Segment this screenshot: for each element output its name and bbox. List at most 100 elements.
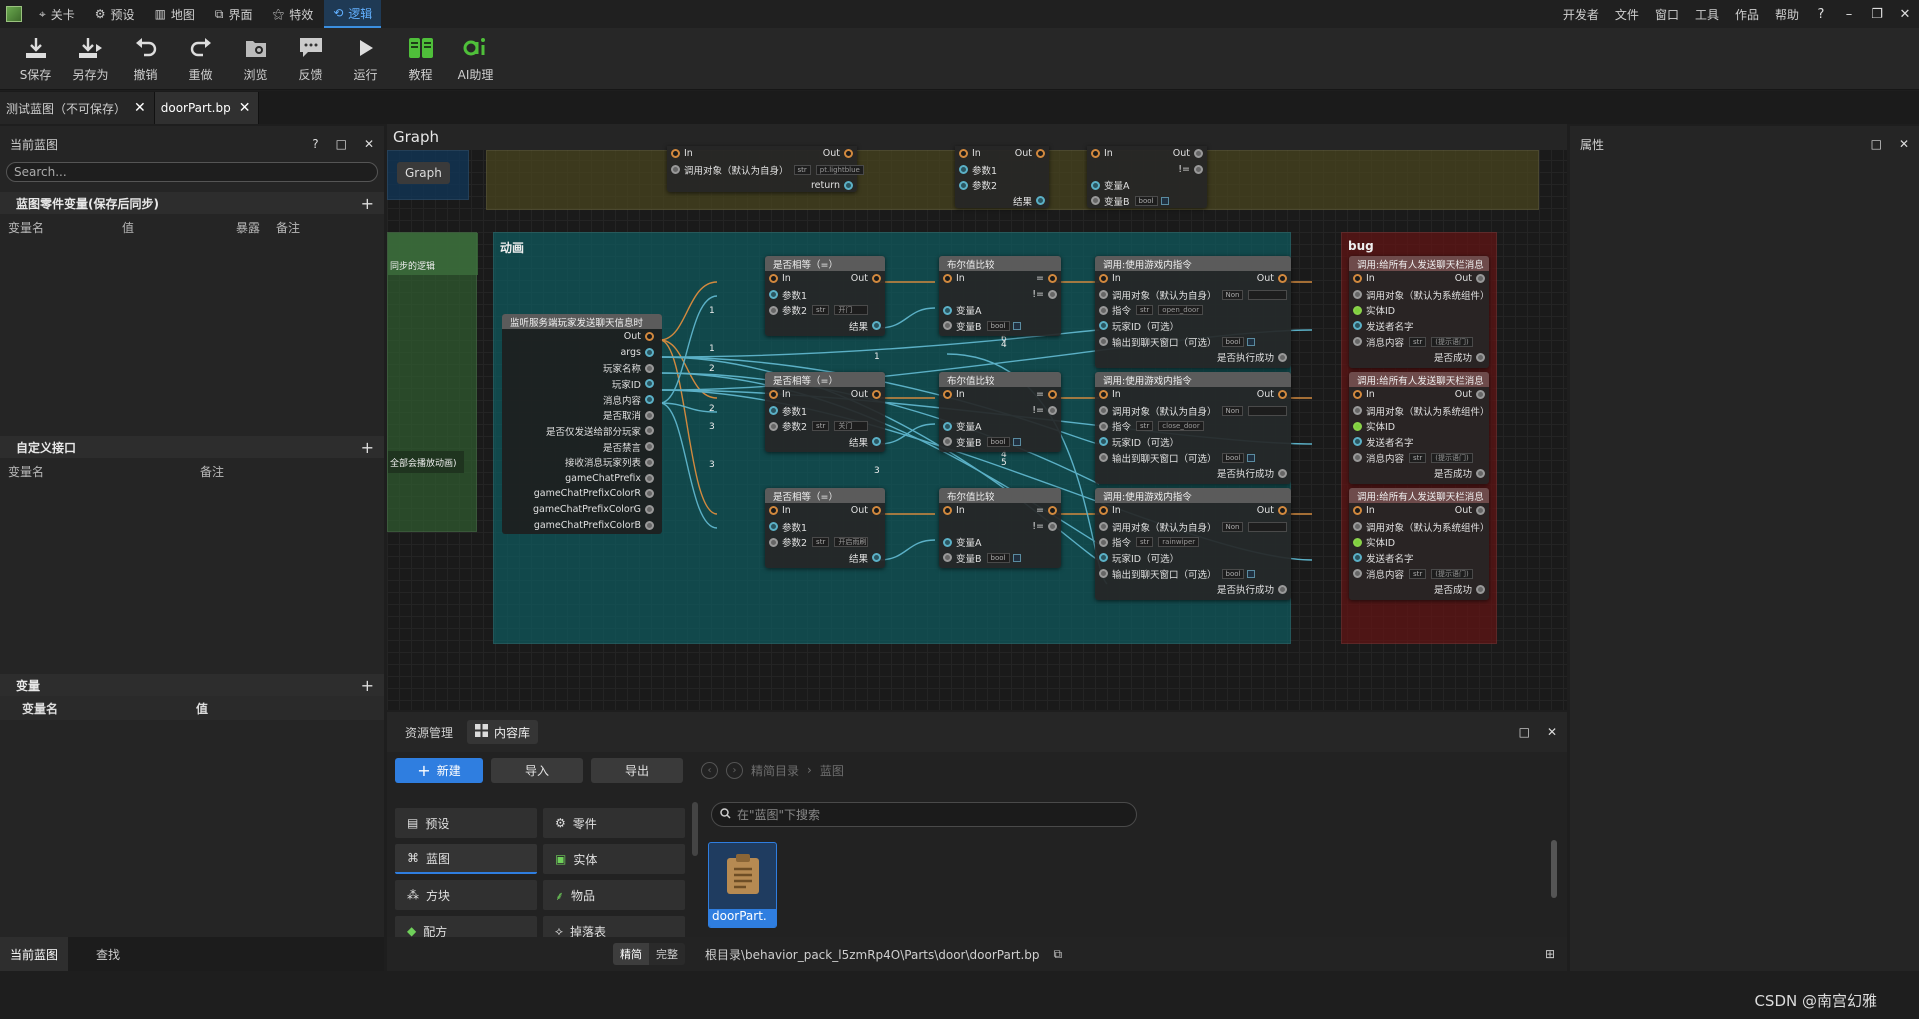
data-pin[interactable]	[769, 421, 778, 431]
data-pin[interactable]	[1353, 522, 1362, 532]
data-pin[interactable]	[1099, 453, 1108, 463]
category-block[interactable]: ⁂方块	[395, 880, 537, 910]
menu-works[interactable]: 作品	[1734, 7, 1759, 22]
data-pin[interactable]	[844, 180, 853, 190]
ai-assistant-button[interactable]: AI助理	[448, 31, 503, 87]
exec-pin[interactable]	[645, 332, 654, 342]
redo-button[interactable]: 重做	[173, 31, 228, 87]
category-loot[interactable]: ⟡掉落表	[543, 916, 685, 938]
data-pin[interactable]	[645, 457, 654, 467]
category-blueprint[interactable]: ⌘蓝图	[395, 844, 537, 874]
run-button[interactable]: 运行	[338, 31, 393, 87]
exec-pin[interactable]	[1476, 274, 1485, 284]
asset-doorpart[interactable]: doorPart.	[708, 842, 777, 928]
checkbox[interactable]	[1247, 337, 1256, 346]
view-full[interactable]: 完整	[656, 948, 678, 961]
data-pin[interactable]	[1278, 584, 1287, 594]
exec-pin[interactable]	[1048, 290, 1057, 300]
data-pin[interactable]	[943, 537, 952, 547]
checkbox[interactable]	[1160, 196, 1169, 205]
data-pin[interactable]	[769, 537, 778, 547]
data-pin[interactable]	[872, 321, 881, 331]
exec-pin[interactable]	[1353, 274, 1362, 284]
add-variable-button[interactable]: +	[360, 193, 374, 213]
save-as-button[interactable]: 另存为	[63, 31, 118, 87]
close-icon[interactable]: ✕	[363, 137, 374, 151]
exec-pin[interactable]	[1048, 406, 1057, 416]
menu-developer[interactable]: 开发者	[1562, 7, 1599, 22]
breadcrumb-item[interactable]: 蓝图	[819, 763, 844, 778]
data-pin[interactable]	[1099, 305, 1108, 315]
exec-pin[interactable]	[1353, 506, 1362, 516]
tutorial-button[interactable]: 教程	[393, 31, 448, 87]
data-pin[interactable]	[645, 410, 654, 420]
category-entity[interactable]: ▣实体	[543, 844, 685, 874]
tab-current-blueprint[interactable]: 当前蓝图	[0, 937, 69, 971]
export-button[interactable]: 导出	[591, 757, 683, 783]
data-pin[interactable]	[1476, 352, 1485, 362]
import-button[interactable]: 导入	[491, 757, 583, 783]
exec-pin[interactable]	[943, 506, 952, 516]
copy-path-icon[interactable]: ⧉	[1053, 946, 1063, 961]
data-pin[interactable]	[1099, 321, 1108, 331]
exec-pin[interactable]	[1048, 274, 1057, 284]
exec-pin[interactable]	[671, 149, 680, 159]
checkbox[interactable]	[1247, 569, 1256, 578]
data-pin[interactable]	[769, 406, 778, 416]
data-pin[interactable]	[1099, 553, 1108, 563]
nav-map[interactable]: ▥地图	[154, 7, 195, 22]
exec-pin[interactable]	[872, 506, 881, 516]
data-pin[interactable]	[943, 421, 952, 431]
data-pin[interactable]	[645, 520, 654, 530]
close-icon[interactable]: ✕	[1898, 137, 1909, 151]
checkbox[interactable]	[1247, 453, 1256, 462]
data-pin[interactable]	[943, 321, 952, 331]
back-icon[interactable]: ‹	[701, 761, 718, 779]
data-pin[interactable]	[1099, 337, 1108, 347]
help-icon[interactable]: ?	[1817, 6, 1825, 22]
exec-pin[interactable]	[959, 149, 968, 159]
maximize-icon[interactable]: □	[335, 137, 347, 151]
category-preset[interactable]: ▤预设	[395, 808, 537, 838]
exec-pin[interactable]	[1099, 506, 1108, 516]
help-icon[interactable]: ?	[312, 137, 319, 151]
data-pin[interactable]	[1099, 437, 1108, 447]
exec-pin[interactable]	[943, 390, 952, 400]
data-pin[interactable]	[645, 473, 654, 483]
data-pin[interactable]	[1353, 553, 1362, 563]
exec-pin[interactable]	[1048, 390, 1057, 400]
data-pin[interactable]	[769, 522, 778, 532]
data-pin[interactable]	[645, 363, 654, 373]
tab-resource-manager[interactable]: 资源管理	[405, 725, 454, 740]
category-part[interactable]: ⚙零件	[543, 808, 685, 838]
data-pin[interactable]	[671, 165, 680, 175]
data-pin[interactable]	[1353, 421, 1362, 431]
data-pin[interactable]	[1476, 468, 1485, 478]
maximize-icon[interactable]: □	[1518, 725, 1530, 739]
data-pin[interactable]	[769, 290, 778, 300]
tab-content-library[interactable]: 内容库	[467, 720, 539, 744]
menu-window[interactable]: 窗口	[1654, 7, 1679, 22]
tab-find[interactable]: 查找	[96, 947, 121, 962]
exec-pin[interactable]	[1194, 165, 1203, 175]
exec-pin[interactable]	[1278, 506, 1287, 516]
tab-test-blueprint[interactable]: 测试蓝图（不可保存） ✕	[0, 92, 155, 124]
data-pin[interactable]	[872, 437, 881, 447]
exec-pin[interactable]	[943, 274, 952, 284]
breadcrumb-item[interactable]: 精简目录	[751, 763, 800, 778]
checkbox[interactable]	[1012, 321, 1021, 330]
close-icon[interactable]: ✕	[134, 100, 146, 116]
exec-pin[interactable]	[769, 506, 778, 516]
menu-help[interactable]: 帮助	[1774, 7, 1799, 22]
data-pin[interactable]	[1036, 196, 1045, 206]
data-pin[interactable]	[872, 553, 881, 563]
data-pin[interactable]	[1353, 537, 1362, 547]
nav-level[interactable]: ⌖关卡	[39, 6, 75, 22]
